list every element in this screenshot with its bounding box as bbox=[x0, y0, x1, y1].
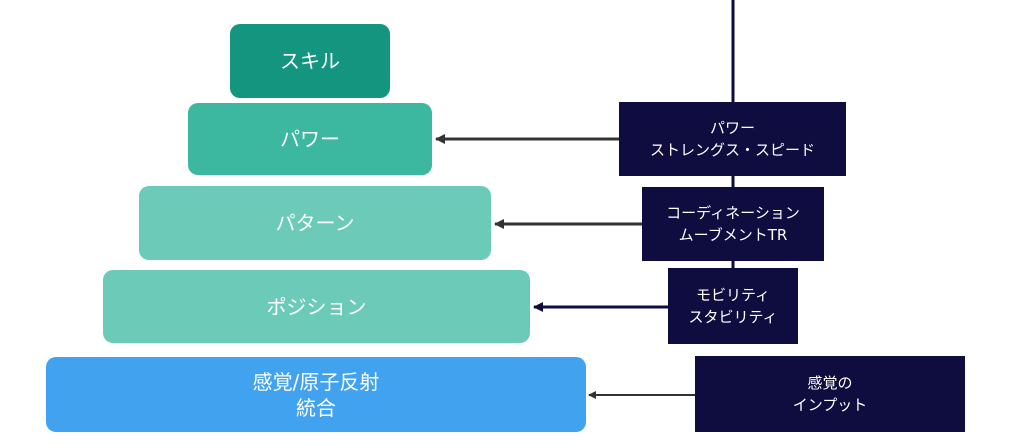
tier-skill-label: スキル bbox=[280, 49, 340, 73]
training-box-mobility-label: モビリティ スタビリティ bbox=[688, 286, 778, 326]
training-box-sensory-input: 感覚の インプット bbox=[695, 356, 965, 432]
tier-position-label: ポジション bbox=[266, 294, 367, 319]
tier-pattern: パターン bbox=[139, 186, 491, 260]
tier-sensory-label: 感覚/原子反射 統合 bbox=[252, 369, 380, 420]
tier-power-label: パワー bbox=[280, 127, 340, 151]
training-box-coordination-label: コーディネーション ムーブメントTR bbox=[666, 204, 800, 244]
tier-sensory-integration: 感覚/原子反射 統合 bbox=[46, 357, 586, 432]
training-box-sensory-label: 感覚の インプット bbox=[792, 374, 868, 414]
training-box-power-strength-speed: パワー ストレングス・スピード bbox=[619, 102, 846, 176]
tier-power: パワー bbox=[188, 103, 432, 175]
tier-skill: スキル bbox=[230, 24, 390, 98]
tier-position: ポジション bbox=[103, 270, 530, 343]
training-box-power-label: パワー ストレングス・スピード bbox=[649, 119, 815, 159]
tier-pattern-label: パターン bbox=[275, 211, 355, 235]
training-box-coordination: コーディネーション ムーブメントTR bbox=[642, 187, 824, 261]
training-box-mobility-stability: モビリティ スタビリティ bbox=[668, 268, 798, 344]
